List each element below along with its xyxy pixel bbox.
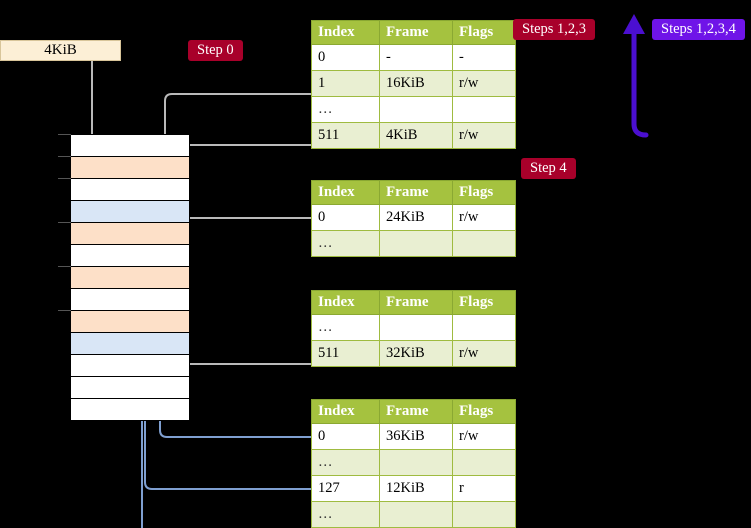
memory-frame-cell-6 <box>70 266 190 289</box>
column-header-frame: Frame <box>379 399 453 424</box>
table-cell: 1 <box>311 70 380 97</box>
column-header-index: Index <box>311 20 380 45</box>
table-cell <box>452 314 516 341</box>
table-row: … <box>311 449 516 476</box>
table-cell: … <box>311 449 380 476</box>
table-cell: 36KiB <box>379 423 453 450</box>
column-header-flags: Flags <box>452 290 516 315</box>
memory-frame-cell-12 <box>70 398 190 421</box>
column-header-index: Index <box>311 180 380 205</box>
memory-frame-cell-10 <box>70 354 190 377</box>
table-cell <box>379 314 453 341</box>
four-kib-page-box: 4KiB <box>0 40 121 61</box>
memory-tick-6 <box>58 266 71 267</box>
table-cell <box>452 501 516 528</box>
memory-frame-cell-8 <box>70 310 190 333</box>
memory-frame-cell-11 <box>70 376 190 399</box>
table-cell: 16KiB <box>379 70 453 97</box>
table-cell: … <box>311 230 380 257</box>
table-cell <box>452 449 516 476</box>
physical-memory-column <box>58 134 190 421</box>
memory-tick-0 <box>58 134 71 135</box>
table-cell: … <box>311 501 380 528</box>
table-cell: r/w <box>452 122 516 149</box>
table-cell <box>452 96 516 123</box>
table-cell <box>379 230 453 257</box>
table-row: … <box>311 501 516 528</box>
memory-frame-cell-3 <box>70 200 190 223</box>
table-cell <box>379 449 453 476</box>
table-cell: 24KiB <box>379 204 453 231</box>
table-cell: 511 <box>311 122 380 149</box>
column-header-frame: Frame <box>379 180 453 205</box>
memory-tick-8 <box>58 310 71 311</box>
table-row: … <box>311 96 516 123</box>
table-cell: 12KiB <box>379 475 453 502</box>
memory-frame-cell-9 <box>70 332 190 355</box>
column-header-flags: Flags <box>452 399 516 424</box>
column-header-frame: Frame <box>379 20 453 45</box>
table-row: 0-- <box>311 44 516 71</box>
four-kib-label: 4KiB <box>44 42 77 58</box>
column-header-flags: Flags <box>452 20 516 45</box>
table-cell: - <box>452 44 516 71</box>
memory-tick-4 <box>58 222 71 223</box>
table-cell: 127 <box>311 475 380 502</box>
table-row: … <box>311 230 516 257</box>
step-0-badge: Step 0 <box>188 40 243 61</box>
memory-frame-cell-0 <box>70 134 190 157</box>
table-cell: r/w <box>452 340 516 367</box>
table-row: … <box>311 314 516 341</box>
table-cell <box>452 230 516 257</box>
memory-frame-cell-1 <box>70 156 190 179</box>
table-cell: r/w <box>452 423 516 450</box>
memory-frame-cell-2 <box>70 178 190 201</box>
table-cell <box>379 501 453 528</box>
memory-tick-2 <box>58 178 71 179</box>
table-cell: r/w <box>452 70 516 97</box>
column-header-index: Index <box>311 290 380 315</box>
step-4-badge: Step 4 <box>521 158 576 179</box>
table-cell <box>379 96 453 123</box>
memory-frame-cell-7 <box>70 288 190 311</box>
table-cell: 0 <box>311 44 380 71</box>
column-header-frame: Frame <box>379 290 453 315</box>
table-cell: … <box>311 96 380 123</box>
table-cell: - <box>379 44 453 71</box>
memory-frame-cell-4 <box>70 222 190 245</box>
memory-tick-1 <box>58 156 71 157</box>
table-cell: 0 <box>311 423 380 450</box>
table-cell: 32KiB <box>379 340 453 367</box>
table-cell: r/w <box>452 204 516 231</box>
table-cell: 511 <box>311 340 380 367</box>
steps-1234-badge: Steps 1,2,3,4 <box>652 19 745 40</box>
steps-123-badge: Steps 1,2,3 <box>513 19 596 40</box>
column-header-index: Index <box>311 399 380 424</box>
table-cell: r <box>452 475 516 502</box>
column-header-flags: Flags <box>452 180 516 205</box>
table-cell: 0 <box>311 204 380 231</box>
table-cell: … <box>311 314 380 341</box>
table-cell: 4KiB <box>379 122 453 149</box>
memory-frame-cell-5 <box>70 244 190 267</box>
